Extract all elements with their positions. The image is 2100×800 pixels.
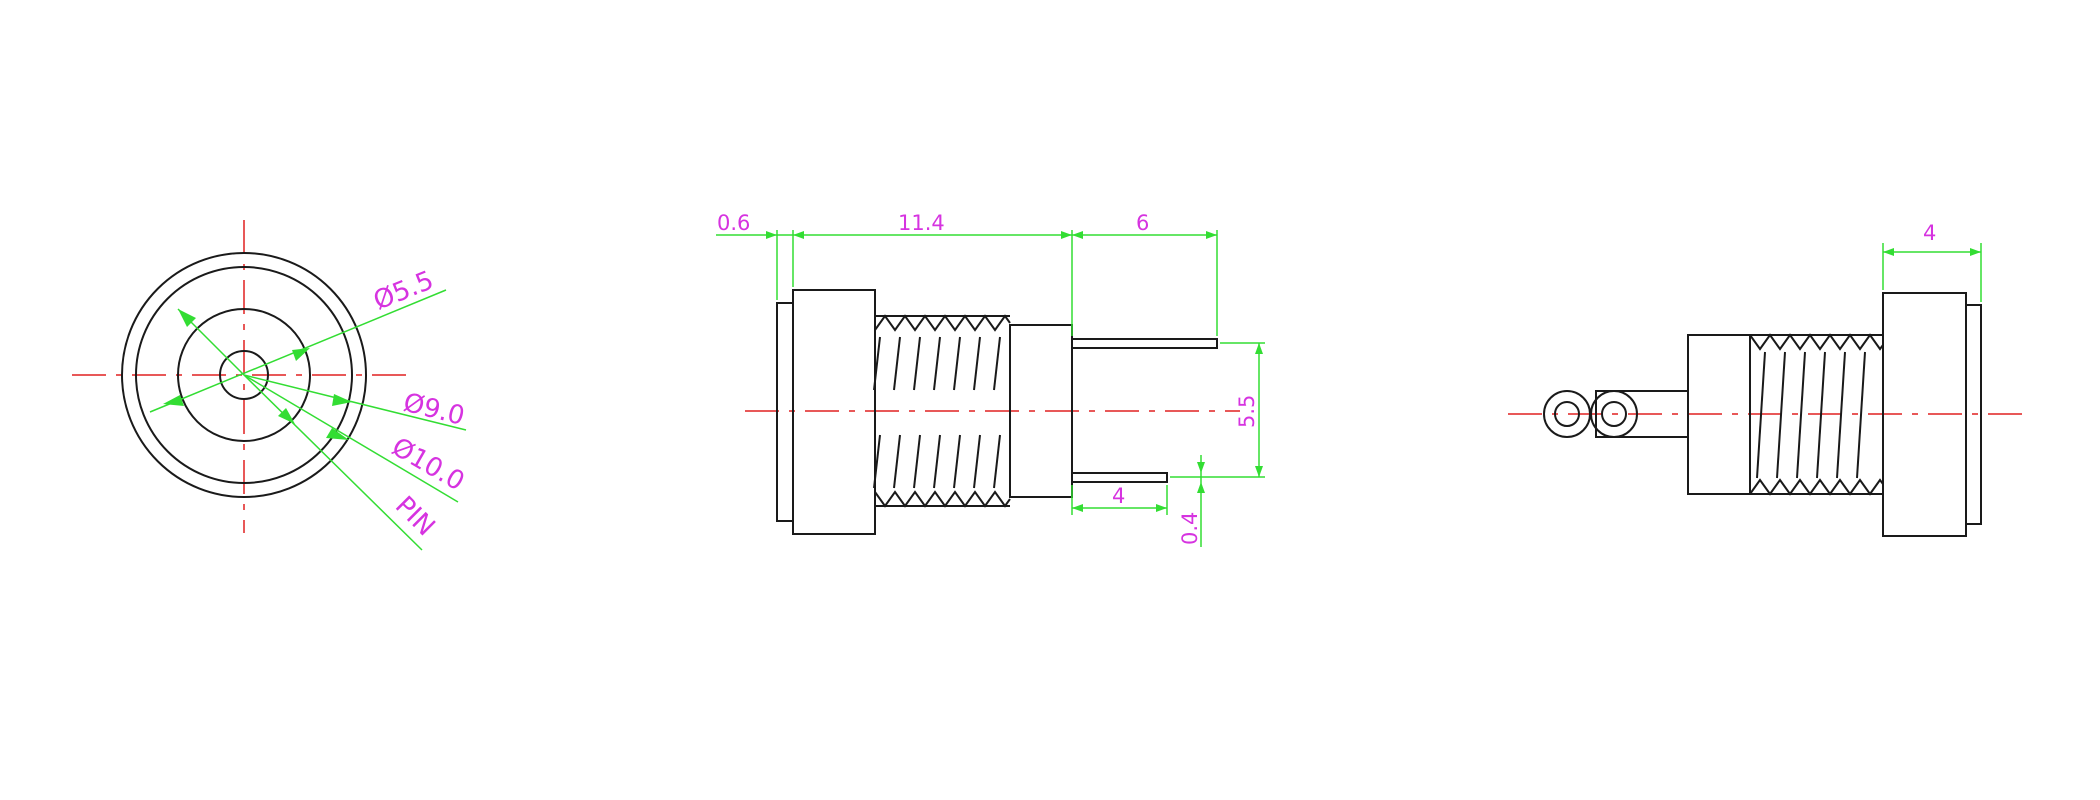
- label-pin: PIN: [389, 491, 440, 542]
- inner-ring: [135, 266, 353, 484]
- arrow: [326, 428, 349, 440]
- outer-ring: [121, 252, 367, 498]
- thread-lines: [1756, 351, 1866, 479]
- flange: [792, 289, 876, 535]
- arrow: [1206, 231, 1217, 239]
- threaded-body-outline: [1750, 334, 1883, 495]
- label-flange-width: 4: [1923, 221, 1936, 245]
- front-lip: [1965, 304, 1982, 525]
- leader-pin: [243, 374, 423, 551]
- arrow: [1156, 504, 1167, 512]
- arrow: [1255, 343, 1263, 354]
- arrow: [1883, 248, 1894, 256]
- label-dia-outer: Ø10.0: [387, 432, 470, 497]
- short-pin: [1071, 472, 1168, 483]
- arrow: [178, 309, 196, 327]
- label-body-length: 11.4: [898, 211, 945, 235]
- rear-body: [1009, 324, 1073, 498]
- rear-view: 4: [1508, 221, 2026, 537]
- arrow: [793, 231, 804, 239]
- arrow: [292, 348, 310, 361]
- threads-bottom: [1749, 478, 1884, 496]
- arrow: [1255, 466, 1263, 477]
- label-short-pin-length: 4: [1112, 484, 1125, 508]
- label-pin-spacing: 5.5: [1235, 395, 1259, 428]
- long-pin: [1071, 338, 1218, 349]
- leader-dia-outer: [243, 374, 459, 503]
- arrow: [163, 395, 184, 406]
- arrow: [1970, 248, 1981, 256]
- rear-body: [1687, 334, 1751, 495]
- front-view: Ø5.5 Ø9.0 Ø10.0 PIN: [72, 220, 470, 551]
- label-flange-thickness: 0.6: [717, 211, 750, 235]
- thread-lines: [873, 336, 1001, 489]
- label-pin-length: 6: [1136, 211, 1149, 235]
- arrow: [1197, 482, 1205, 493]
- lug-hole-2: [1601, 401, 1627, 427]
- arrow: [766, 231, 777, 239]
- arrow: [1072, 231, 1083, 239]
- center-bore: [177, 308, 311, 442]
- arrow: [332, 394, 352, 406]
- lug-end-2: [1590, 390, 1638, 438]
- front-lip: [776, 302, 794, 522]
- arrow: [1197, 462, 1205, 473]
- label-dia-inner: Ø9.0: [400, 388, 467, 432]
- side-view: 0.6 11.4 6 5.5 4 0.4: [716, 211, 1265, 547]
- threads-top: [874, 314, 1011, 332]
- arrow: [1061, 231, 1072, 239]
- label-pin-thickness: 0.4: [1178, 512, 1202, 545]
- leader-dia-inner: [243, 374, 467, 431]
- center-pin: [219, 350, 269, 400]
- threads-bottom: [874, 490, 1011, 508]
- label-dia-center: Ø5.5: [369, 266, 438, 317]
- threads-top: [1749, 333, 1884, 351]
- arrow: [278, 408, 295, 424]
- lug-hole: [1554, 401, 1580, 427]
- arrow: [1072, 504, 1083, 512]
